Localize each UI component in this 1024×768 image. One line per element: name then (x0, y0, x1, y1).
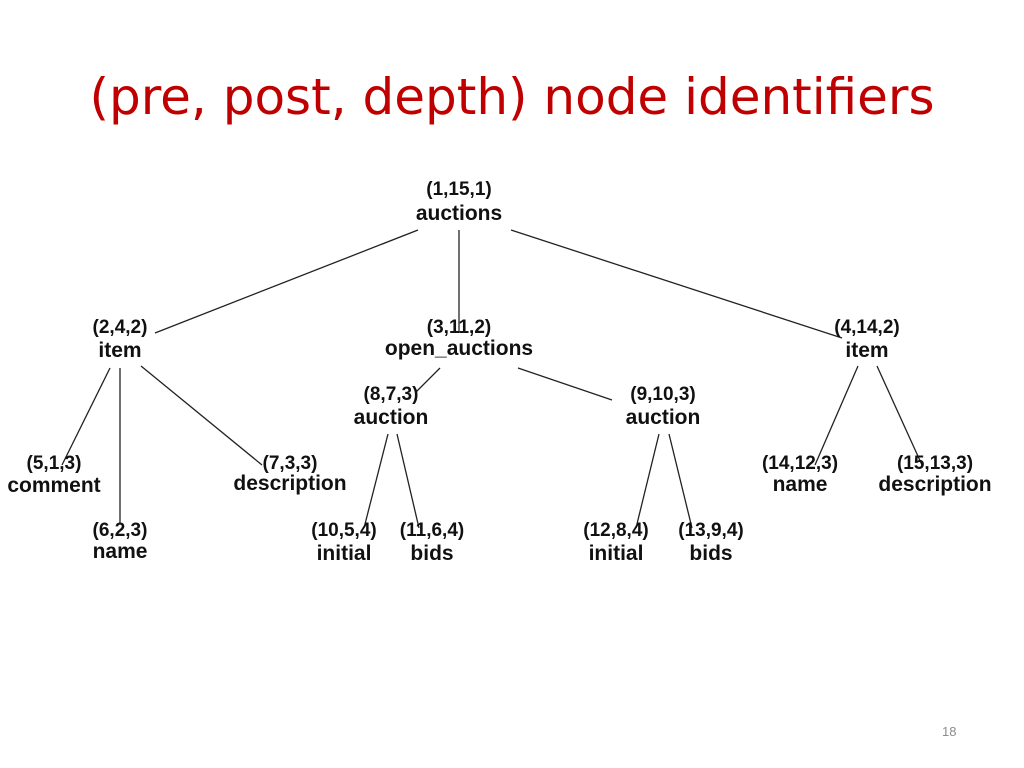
tree-edge (668, 433, 693, 529)
node-name: open_auctions (385, 337, 533, 360)
node-identifier: (12,8,4) (583, 520, 648, 541)
node-identifier: (10,5,4) (311, 520, 376, 541)
tree-edges (61, 229, 923, 529)
tree-edge (363, 433, 389, 529)
tree-node: (15,13,3)description (878, 453, 991, 496)
node-identifier: (2,4,2) (93, 317, 148, 338)
node-name: auction (626, 406, 701, 429)
tree-node: (9,10,3)auction (626, 384, 701, 429)
tree-edge (415, 367, 441, 393)
node-identifier: (15,13,3) (897, 453, 973, 474)
node-name: bids (689, 542, 732, 565)
node-name: description (233, 472, 346, 495)
node-name: initial (317, 542, 372, 565)
node-identifier: (9,10,3) (630, 384, 695, 405)
tree-edge (517, 367, 613, 401)
tree-node: (7,3,3)description (233, 453, 346, 495)
tree-edge (635, 433, 660, 529)
node-name: initial (589, 542, 644, 565)
page-number: 18 (942, 724, 957, 739)
node-identifier: (13,9,4) (678, 520, 743, 541)
tree-node: (11,6,4)bids (400, 520, 464, 565)
node-identifier: (7,3,3) (263, 453, 318, 474)
node-identifier: (3,11,2) (427, 317, 491, 338)
tree-node: (5,1,3)comment (7, 453, 100, 497)
node-identifier: (14,12,3) (762, 453, 838, 474)
node-name: item (98, 339, 141, 362)
node-identifier: (4,14,2) (834, 317, 899, 338)
node-name: description (878, 473, 991, 496)
node-identifier: (5,1,3) (27, 453, 82, 474)
tree-node: (6,2,3)name (93, 520, 148, 563)
node-name: name (93, 540, 148, 563)
tree-edge (814, 365, 859, 466)
tree-nodes: (1,15,1)auctions(2,4,2)item(3,11,2)open_… (7, 179, 991, 565)
tree-node: (12,8,4)initial (583, 520, 648, 565)
tree-edge (396, 433, 420, 529)
node-name: auctions (416, 202, 502, 225)
slide-title: (pre, post, depth) node identifiers (89, 68, 935, 126)
tree-node: (13,9,4)bids (678, 520, 743, 565)
tree-edge (61, 367, 111, 466)
tree-edge (510, 229, 843, 339)
tree-node: (8,7,3)auction (354, 384, 429, 429)
node-identifier: (6,2,3) (93, 520, 148, 541)
node-identifier: (1,15,1) (426, 179, 491, 200)
tree-node: (3,11,2)open_auctions (385, 317, 533, 360)
tree-node: (10,5,4)initial (311, 520, 376, 565)
node-name: comment (7, 474, 100, 497)
tree-node: (1,15,1)auctions (416, 179, 502, 225)
node-name: bids (410, 542, 453, 565)
tree-node: (14,12,3)name (762, 453, 838, 496)
tree-node: (4,14,2)item (834, 317, 899, 362)
node-name: auction (354, 406, 429, 429)
node-identifier: (8,7,3) (364, 384, 419, 405)
node-name: name (773, 473, 828, 496)
tree-edge (154, 229, 419, 334)
node-name: item (845, 339, 888, 362)
node-identifier: (11,6,4) (400, 520, 464, 541)
tree-node: (2,4,2)item (93, 317, 148, 362)
tree-edge (140, 365, 263, 466)
tree-edge (876, 365, 923, 466)
